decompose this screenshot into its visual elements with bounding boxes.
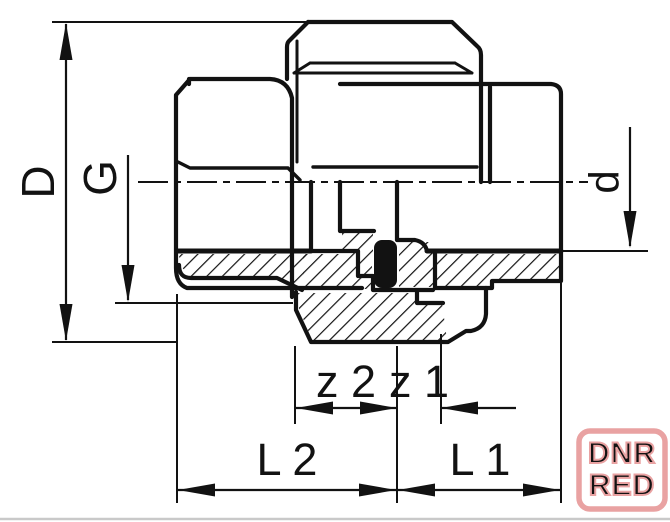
label-z1: z 1 xyxy=(389,356,449,407)
arrow-down-icon xyxy=(121,265,135,302)
label-L1: L 1 xyxy=(450,434,511,485)
dimension-G: G xyxy=(74,155,135,302)
arrow-left-icon xyxy=(398,483,435,497)
extension-lines xyxy=(52,21,648,503)
dimension-D: D xyxy=(12,23,73,341)
arrow-down-icon xyxy=(59,304,73,341)
arrow-left-icon xyxy=(296,401,333,415)
arrow-right-icon xyxy=(360,401,397,415)
label-L2: L 2 xyxy=(257,434,318,485)
arrow-right-icon xyxy=(359,483,396,497)
arrow-down-icon xyxy=(623,211,637,248)
label-d: d xyxy=(581,170,628,193)
fitting-outline xyxy=(173,19,564,345)
section-hatching xyxy=(179,233,560,340)
arrow-left-icon xyxy=(441,401,478,415)
watermark-line1: DNR xyxy=(588,437,656,470)
arrow-up-icon xyxy=(59,23,73,60)
label-G: G xyxy=(74,160,126,196)
watermark-line2: RED xyxy=(589,469,655,502)
dimension-z2: z 2 xyxy=(296,356,397,415)
o-ring-seal xyxy=(374,240,397,288)
arrow-left-icon xyxy=(178,483,215,497)
arrow-right-icon xyxy=(523,483,560,497)
label-D: D xyxy=(12,165,64,198)
dimension-z1: z 1 xyxy=(389,356,516,415)
watermark-badge: DNR RED xyxy=(576,428,668,512)
label-z2: z 2 xyxy=(316,356,376,407)
dimension-L1: L 1 xyxy=(398,434,560,497)
dimension-L2: L 2 xyxy=(178,434,396,497)
dimension-d: d xyxy=(581,127,637,248)
